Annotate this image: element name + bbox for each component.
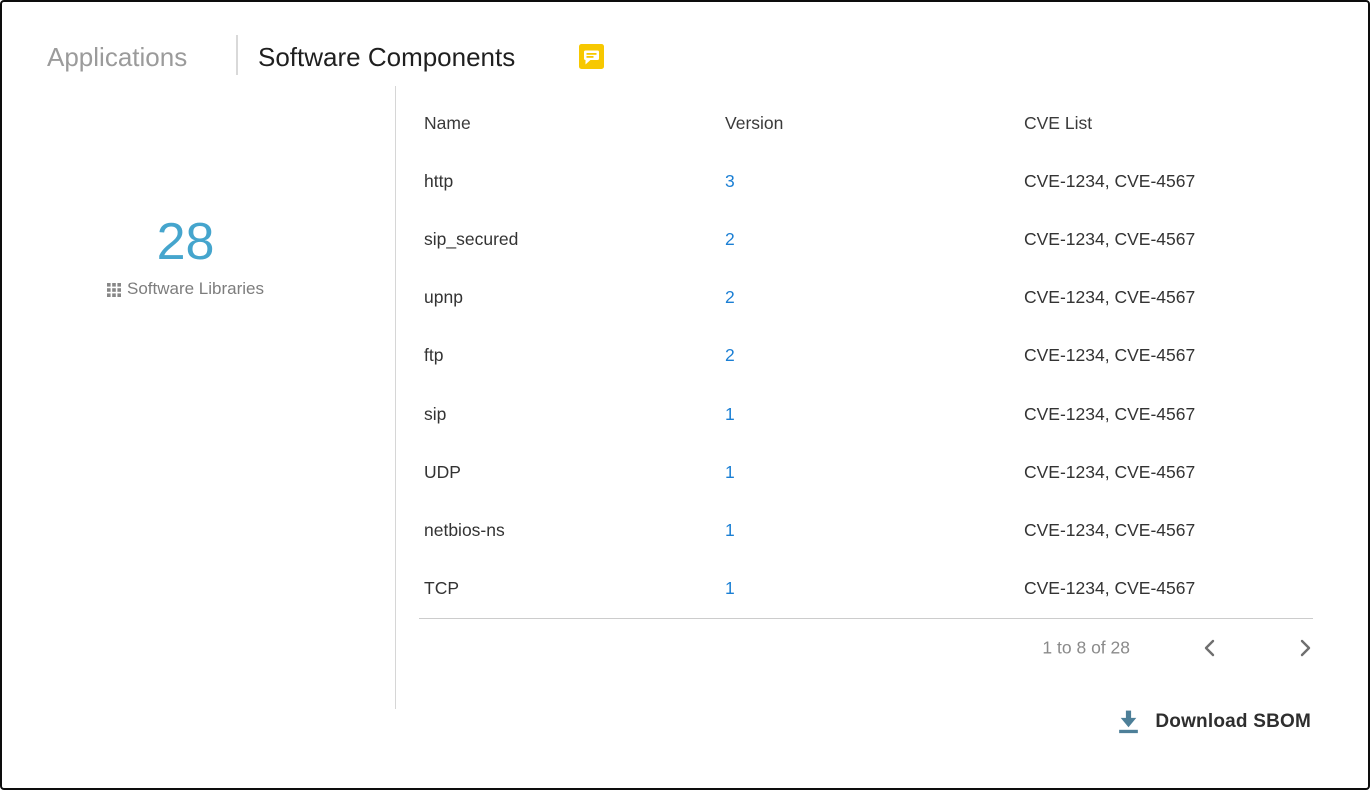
components-table: Name Version CVE List http 3 CVE-1234, C… xyxy=(424,94,1315,618)
table-row: sip 1 CVE-1234, CVE-4567 xyxy=(424,385,1315,443)
column-header-name: Name xyxy=(424,112,471,133)
header-divider xyxy=(236,35,238,75)
download-icon xyxy=(1115,708,1142,735)
cell-version-link[interactable]: 1 xyxy=(725,578,735,599)
panel-divider xyxy=(395,86,396,709)
cell-version-link[interactable]: 1 xyxy=(725,519,735,540)
table-row: ftp 2 CVE-1234, CVE-4567 xyxy=(424,327,1315,385)
table-row: http 3 CVE-1234, CVE-4567 xyxy=(424,152,1315,210)
cell-version-link[interactable]: 1 xyxy=(725,461,735,482)
chevron-left-icon[interactable] xyxy=(1194,633,1224,663)
table-row: sip_secured 2 CVE-1234, CVE-4567 xyxy=(424,210,1315,268)
cell-name: http xyxy=(424,170,454,191)
cell-name: TCP xyxy=(424,578,459,599)
download-sbom-button[interactable]: Download SBOM xyxy=(1115,708,1311,735)
cell-cve-list: CVE-1234, CVE-4567 xyxy=(1024,170,1196,191)
column-header-version: Version xyxy=(725,112,784,133)
cell-version-link[interactable]: 2 xyxy=(725,345,735,366)
cell-cve-list: CVE-1234, CVE-4567 xyxy=(1024,403,1196,424)
table-row: upnp 2 CVE-1234, CVE-4567 xyxy=(424,269,1315,327)
software-libraries-stat: 28 Software Libraries xyxy=(2,216,369,299)
cell-version-link[interactable]: 2 xyxy=(725,287,735,308)
pagination: 1 to 8 of 28 xyxy=(419,618,1313,676)
cell-name: ftp xyxy=(424,345,444,366)
software-libraries-label: Software Libraries xyxy=(126,279,264,298)
table-row: netbios-ns 1 CVE-1234, CVE-4567 xyxy=(424,501,1315,559)
software-libraries-count: 28 xyxy=(156,213,215,271)
cell-cve-list: CVE-1234, CVE-4567 xyxy=(1024,228,1196,249)
comment-icon[interactable] xyxy=(579,44,604,69)
cell-name: sip xyxy=(424,403,447,424)
cell-cve-list: CVE-1234, CVE-4567 xyxy=(1024,519,1196,540)
tab-applications[interactable]: Applications xyxy=(47,42,188,72)
cell-version-link[interactable]: 1 xyxy=(725,403,735,424)
page-title: Software Components xyxy=(258,42,516,72)
cell-cve-list: CVE-1234, CVE-4567 xyxy=(1024,345,1196,366)
table-header: Name Version CVE List xyxy=(424,94,1315,152)
cell-cve-list: CVE-1234, CVE-4567 xyxy=(1024,461,1196,482)
chevron-right-icon[interactable] xyxy=(1291,633,1321,663)
download-sbom-label: Download SBOM xyxy=(1155,710,1311,732)
table-body: http 3 CVE-1234, CVE-4567 sip_secured 2 … xyxy=(424,152,1315,618)
column-header-cve-list: CVE List xyxy=(1024,112,1093,133)
pagination-range-label: 1 to 8 of 28 xyxy=(1042,637,1130,657)
cell-name: UDP xyxy=(424,461,461,482)
cell-cve-list: CVE-1234, CVE-4567 xyxy=(1024,287,1196,308)
table-row: TCP 1 CVE-1234, CVE-4567 xyxy=(424,560,1315,618)
cell-cve-list: CVE-1234, CVE-4567 xyxy=(1024,578,1196,599)
cell-name: sip_secured xyxy=(424,228,519,249)
cell-version-link[interactable]: 3 xyxy=(725,170,735,191)
cell-name: netbios-ns xyxy=(424,519,505,540)
grid-icon xyxy=(106,282,122,297)
cell-version-link[interactable]: 2 xyxy=(725,228,735,249)
cell-name: upnp xyxy=(424,287,463,308)
table-row: UDP 1 CVE-1234, CVE-4567 xyxy=(424,443,1315,501)
